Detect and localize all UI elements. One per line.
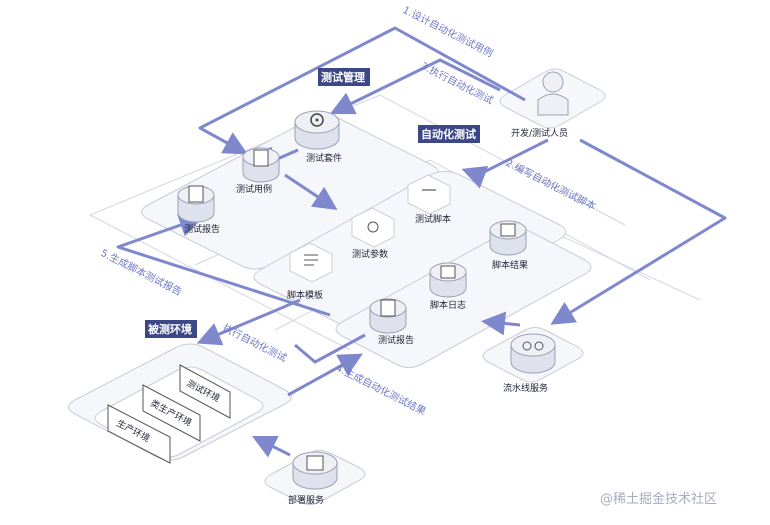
params-icon: [367, 221, 379, 233]
tag-test-management-label: 测试管理: [321, 70, 365, 84]
node-test-suite-label: 测试套件: [306, 152, 342, 164]
log-icon: [440, 265, 456, 279]
node-dev-tester-label: 开发/测试人员: [511, 127, 568, 139]
node-dev-tester: 开发/测试人员: [511, 71, 569, 139]
report-icon: [188, 185, 204, 203]
node-test-suite: 测试套件: [294, 110, 342, 164]
template-icon: [304, 254, 318, 266]
node-deploy-service: 部署服务: [288, 451, 338, 506]
pipeline-icon: [522, 341, 532, 351]
node-test-params: 测试参数: [351, 207, 395, 260]
node-script-result-label: 脚本结果: [492, 259, 528, 271]
tag-env-under-test-label: 被测环境: [148, 322, 192, 336]
node-pipeline-service: 流水线服务: [503, 333, 556, 394]
node-script-log: 脚本日志: [429, 262, 467, 311]
node-test-report-1: 测试报告: [177, 185, 220, 235]
tag-automation-test: 自动化测试: [418, 125, 480, 143]
watermark: @稀土掘金技术社区: [600, 491, 717, 507]
result-icon: [500, 223, 516, 237]
platform-env: [68, 343, 292, 461]
node-test-report-2: 测试报告: [369, 298, 414, 346]
node-test-script: 测试脚本: [407, 174, 451, 225]
tag-automation-test-label: 自动化测试: [421, 127, 476, 141]
node-deploy-service-label: 部署服务: [288, 494, 324, 506]
node-script-result: 脚本结果: [489, 220, 528, 271]
report-icon-2: [380, 299, 396, 317]
node-test-report-2-label: 测试报告: [378, 334, 414, 346]
document-icon: [253, 149, 269, 167]
node-test-report-1-label: 测试报告: [184, 223, 220, 235]
node-script-template-label: 脚本模板: [287, 289, 323, 301]
node-script-template: 脚本模板: [287, 242, 333, 301]
node-script-log-label: 脚本日志: [430, 299, 466, 311]
person-icon: [542, 71, 564, 93]
node-pipeline-service-label: 流水线服务: [503, 382, 548, 394]
flow-label-step4: 4.生成自动化测试结果: [334, 361, 429, 418]
node-test-case: 测试用例: [236, 147, 280, 195]
flow-label-step1: 1.设计自动化测试用例: [401, 3, 496, 60]
tag-env-under-test: 被测环境: [145, 320, 197, 338]
node-test-script-label: 测试脚本: [415, 213, 451, 225]
node-test-case-label: 测试用例: [236, 183, 272, 195]
flow-lines: [116, 26, 727, 458]
tag-test-management: 测试管理: [318, 68, 370, 86]
deploy-icon: [306, 455, 324, 471]
node-test-params-label: 测试参数: [352, 248, 388, 260]
target-icon: [310, 113, 324, 127]
